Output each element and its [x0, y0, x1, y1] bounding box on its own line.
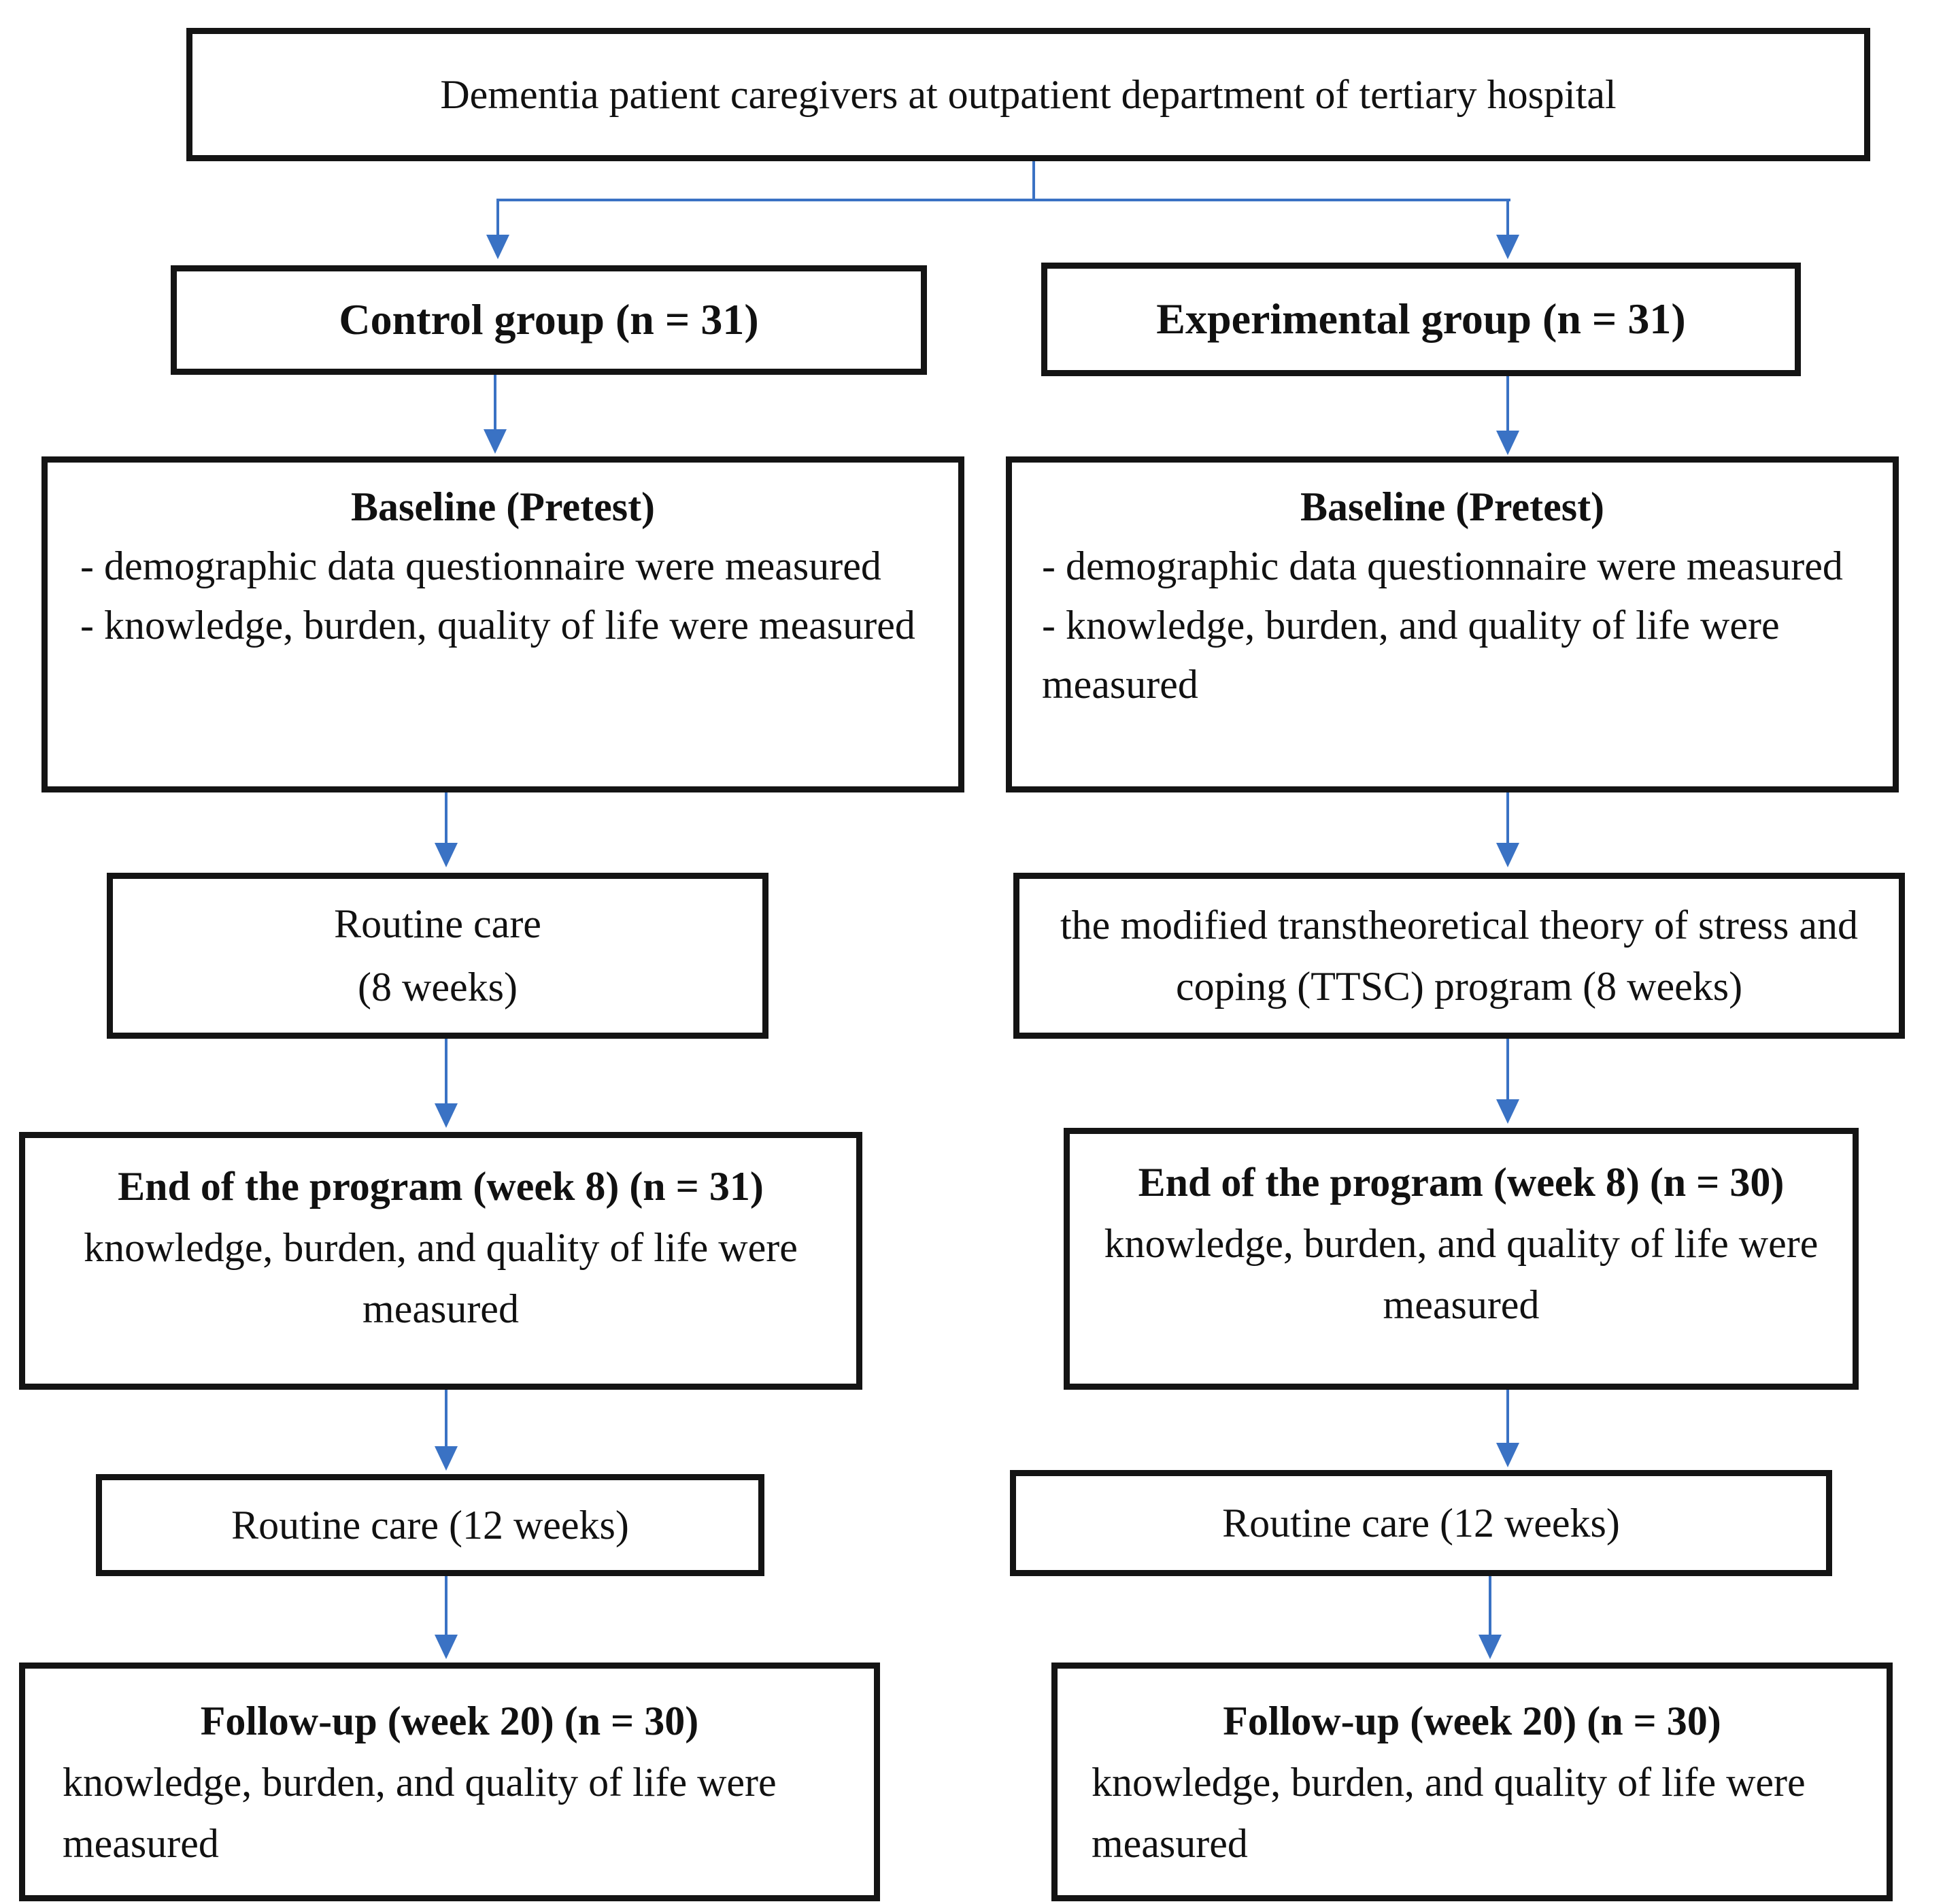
node-followup-experimental-title: Follow-up (week 20) (n = 30): [1223, 1699, 1721, 1743]
arrow-experimental-to-baseline-line: [1506, 376, 1509, 432]
node-followup-experimental-body: knowledge, burden, and quality of life w…: [1092, 1760, 1806, 1866]
branch-horizontal-line: [498, 199, 1510, 201]
branch-right-arrowhead-icon: [1496, 235, 1519, 259]
arrow-routine12-to-followup-experimental-head-icon: [1479, 1635, 1502, 1659]
arrow-control-to-baseline-line: [494, 375, 496, 431]
node-experimental-group: Experimental group (n = 31): [1041, 263, 1801, 376]
node-followup-control: Follow-up (week 20) (n = 30) knowledge, …: [19, 1663, 880, 1901]
arrow-routine12-to-followup-experimental-line: [1489, 1576, 1491, 1636]
node-routine-care-12-weeks-experimental-text: Routine care (12 weeks): [1222, 1500, 1620, 1546]
node-followup-control-body: knowledge, burden, and quality of life w…: [63, 1760, 777, 1866]
arrow-control-to-baseline-head-icon: [484, 429, 507, 454]
node-baseline-control-title: Baseline (Pretest): [350, 484, 656, 529]
node-routine-care-12-weeks-experimental: Routine care (12 weeks): [1010, 1470, 1832, 1576]
branch-left-line: [496, 199, 499, 236]
arrow-baseline-to-ttsc-line: [1506, 792, 1509, 844]
arrow-ttsc-to-end-line: [1506, 1039, 1509, 1101]
arrow-ttsc-to-end-head-icon: [1496, 1099, 1519, 1124]
node-followup-experimental: Follow-up (week 20) (n = 30) knowledge, …: [1051, 1663, 1893, 1901]
node-end-of-program-experimental: End of the program (week 8) (n = 30) kno…: [1064, 1128, 1859, 1390]
node-ttsc-program-text: the modified transtheoretical theory of …: [1060, 903, 1858, 1009]
arrow-routine12-to-followup-control-line: [445, 1576, 447, 1636]
arrow-baseline-to-routine8-line: [445, 792, 447, 844]
node-routine-care-12-weeks-control: Routine care (12 weeks): [96, 1474, 764, 1576]
node-baseline-experimental-item: - demographic data questionnaire were me…: [1042, 544, 1843, 588]
node-end-of-program-control-title: End of the program (week 8) (n = 31): [118, 1164, 764, 1209]
node-baseline-control-item: - demographic data questionnaire were me…: [80, 544, 881, 588]
node-baseline-control-item: - knowledge, burden, quality of life wer…: [80, 603, 915, 648]
arrow-routine8-to-end-head-icon: [435, 1103, 458, 1128]
arrow-experimental-to-baseline-head-icon: [1496, 431, 1519, 455]
node-baseline-experimental-item: - knowledge, burden, and quality of life…: [1042, 603, 1780, 707]
branch-left-arrowhead-icon: [486, 235, 509, 259]
arrow-baseline-to-ttsc-head-icon: [1496, 843, 1519, 867]
node-baseline-experimental-title: Baseline (Pretest): [1300, 484, 1605, 529]
arrow-end-to-routine12-experimental-head-icon: [1496, 1443, 1519, 1467]
node-baseline-experimental: Baseline (Pretest) - demographic data qu…: [1006, 456, 1899, 792]
node-control-group-text: Control group (n = 31): [339, 295, 759, 344]
node-population-text: Dementia patient caregivers at outpatien…: [440, 71, 1617, 117]
branch-stub-line: [1032, 161, 1035, 199]
arrow-end-to-routine12-control-line: [445, 1390, 447, 1448]
node-baseline-control: Baseline (Pretest) - demographic data qu…: [41, 456, 964, 792]
arrow-end-to-routine12-experimental-line: [1506, 1390, 1509, 1444]
node-ttsc-program: the modified transtheoretical theory of …: [1013, 873, 1905, 1039]
node-experimental-group-text: Experimental group (n = 31): [1156, 295, 1686, 344]
node-routine-care-8-weeks: Routine care (8 weeks): [107, 873, 768, 1039]
node-population: Dementia patient caregivers at outpatien…: [186, 28, 1870, 161]
node-followup-control-title: Follow-up (week 20) (n = 30): [200, 1699, 699, 1743]
node-routine-care-8-weeks-line: Routine care: [334, 901, 541, 946]
node-routine-care-12-weeks-control-text: Routine care (12 weeks): [231, 1502, 629, 1548]
arrow-routine8-to-end-line: [445, 1039, 447, 1105]
node-end-of-program-control: End of the program (week 8) (n = 31) kno…: [19, 1132, 862, 1390]
node-end-of-program-experimental-body: knowledge, burden, and quality of life w…: [1104, 1221, 1819, 1327]
node-routine-care-8-weeks-line: (8 weeks): [358, 965, 518, 1009]
node-end-of-program-control-body: knowledge, burden, and quality of life w…: [84, 1225, 798, 1331]
node-control-group: Control group (n = 31): [171, 265, 927, 375]
arrow-end-to-routine12-control-head-icon: [435, 1446, 458, 1471]
arrow-routine12-to-followup-control-head-icon: [435, 1635, 458, 1659]
arrow-baseline-to-routine8-head-icon: [435, 843, 458, 867]
node-end-of-program-experimental-title: End of the program (week 8) (n = 30): [1138, 1160, 1785, 1205]
branch-right-line: [1506, 199, 1509, 236]
